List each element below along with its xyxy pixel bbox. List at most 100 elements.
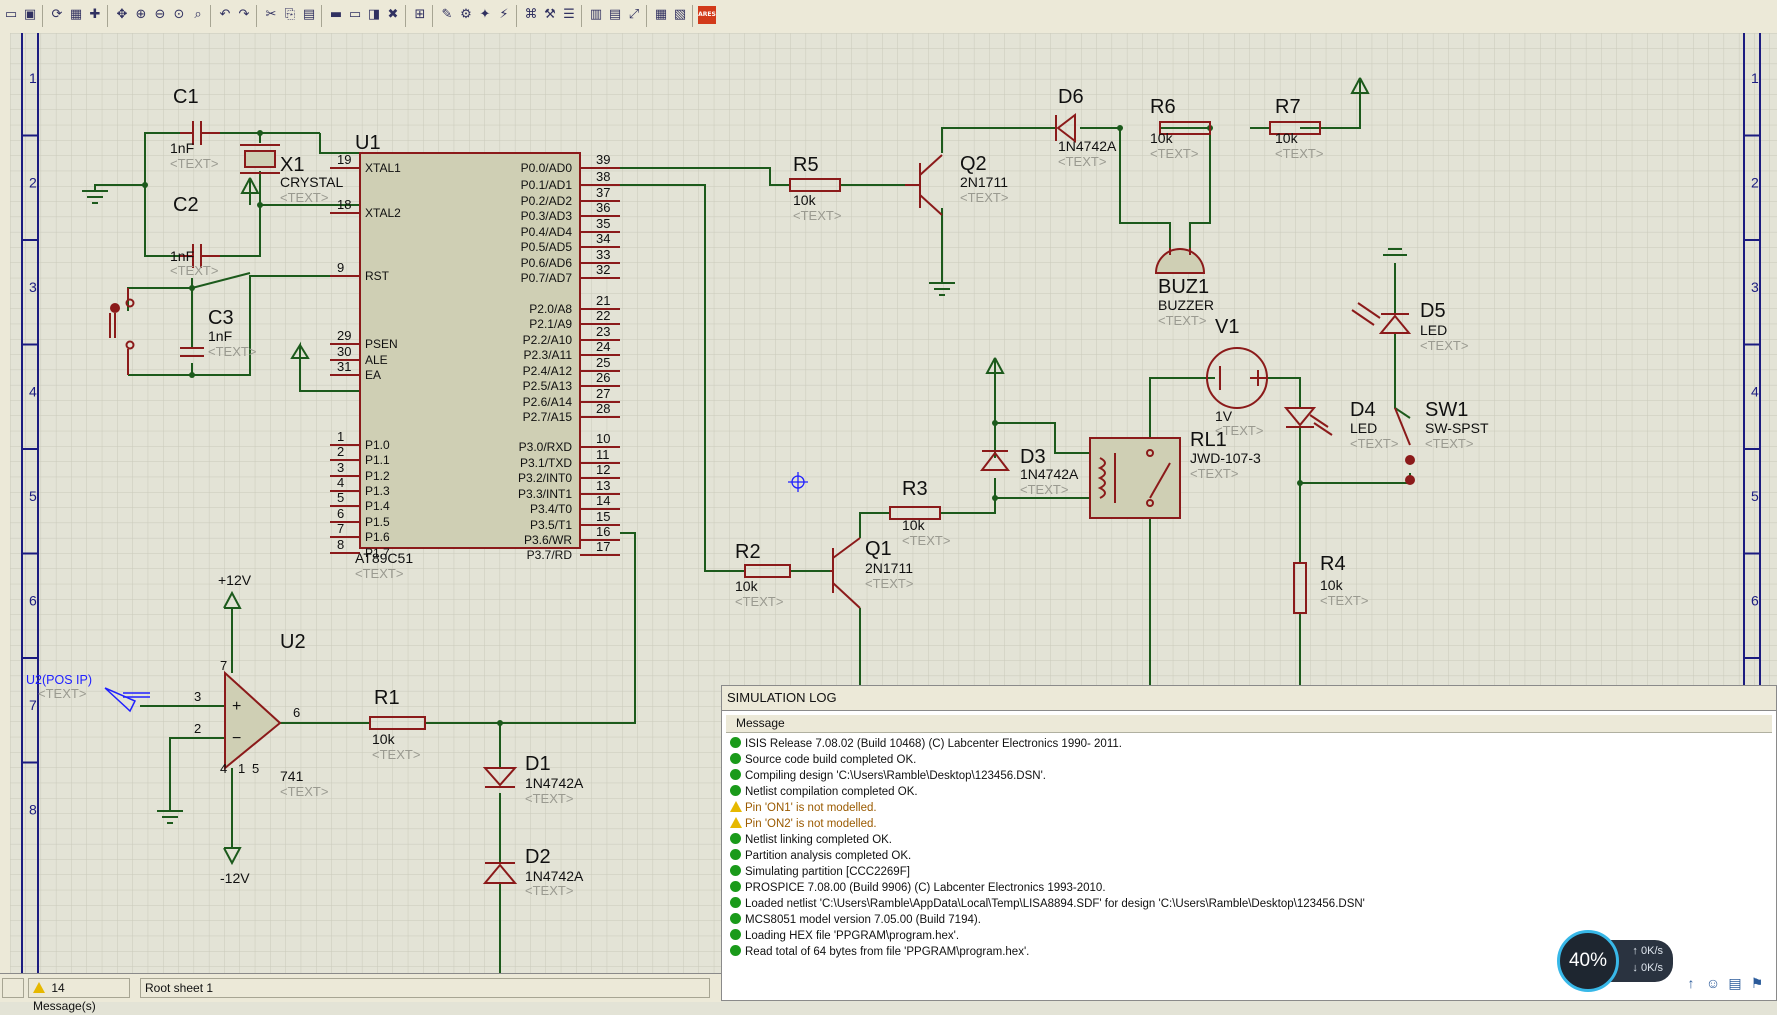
- r1-ref: R1: [374, 687, 400, 709]
- zoom-all-icon[interactable]: ⊙: [173, 7, 185, 22]
- c1-text: <TEXT>: [170, 156, 218, 171]
- simulation-log-window[interactable]: SIMULATION LOG Message ISIS Release 7.08…: [721, 685, 1777, 1001]
- zoom-area-icon[interactable]: ⌕: [194, 7, 202, 22]
- u1-pin-name-6: P1.5: [365, 515, 390, 529]
- refresh-icon[interactable]: ⟳: [51, 7, 63, 22]
- simulation-log-column-header[interactable]: Message: [726, 715, 1772, 733]
- u2-pin-6: 6: [293, 705, 300, 720]
- log-message[interactable]: Pin 'ON2' is not modelled.: [730, 816, 1776, 832]
- block-move-icon[interactable]: ▭: [348, 7, 362, 22]
- copy-icon[interactable]: ⎘: [284, 7, 296, 22]
- log-message[interactable]: Compiling design 'C:\Users\Ramble\Deskto…: [730, 768, 1776, 784]
- r2-ref: R2: [735, 541, 761, 563]
- sheet-indicator: Root sheet 1: [140, 978, 710, 998]
- design-explorer-icon[interactable]: ☰: [563, 7, 575, 22]
- pan-icon[interactable]: ✥: [116, 7, 128, 22]
- u1-pin-number-24: 24: [596, 339, 610, 354]
- power-symbols: [82, 77, 1407, 866]
- component-terminals: [110, 303, 1415, 485]
- r6-text: <TEXT>: [1150, 146, 1198, 161]
- messages-count-button[interactable]: 14 Message(s): [28, 978, 130, 1013]
- block-copy-icon[interactable]: ▬: [329, 7, 343, 22]
- u1-pin-name-30: ALE: [365, 353, 388, 367]
- wire-autorouter-icon[interactable]: ⚡: [499, 7, 509, 22]
- block-rotate-icon[interactable]: ◨: [367, 7, 381, 22]
- toolbar-separator: [210, 5, 211, 27]
- c3-text: <TEXT>: [208, 344, 256, 359]
- u1-pin-name-26: P2.5/A13: [523, 379, 573, 393]
- speed-readout: ↑ 0K/s ↓ 0K/s: [1609, 940, 1673, 982]
- buz1-ref: BUZ1: [1158, 276, 1209, 298]
- log-message-text: Simulating partition [CCC2269F]: [745, 866, 910, 878]
- u2-pin-3: 3: [194, 689, 201, 704]
- bom-icon[interactable]: ▦: [654, 7, 668, 22]
- network-icon[interactable]: ▤: [1728, 975, 1742, 991]
- people-icon[interactable]: ☺: [1705, 975, 1721, 991]
- u1-pin-number-19: 19: [337, 152, 351, 167]
- packaging-icon[interactable]: ⚙: [460, 7, 472, 22]
- info-icon: [730, 945, 741, 956]
- upload-arrow-icon[interactable]: ↑: [1687, 975, 1695, 991]
- log-message[interactable]: Read total of 64 bytes from file 'PPGRAM…: [730, 944, 1776, 960]
- r5-value: 10k: [793, 192, 817, 208]
- make-device-icon[interactable]: ✎: [441, 7, 453, 22]
- redo-icon[interactable]: ↷: [238, 7, 250, 22]
- u1-pin-number-18: 18: [337, 197, 351, 212]
- row-label-1-right: 1: [1751, 70, 1759, 86]
- log-message[interactable]: Source code build completed OK.: [730, 752, 1776, 768]
- toolbar-separator: [581, 5, 582, 27]
- u1-chip-body[interactable]: [359, 152, 581, 549]
- paste-icon[interactable]: ▤: [302, 7, 316, 22]
- d1-ref: D1: [525, 753, 551, 775]
- new-sheet-icon[interactable]: ▥: [589, 7, 603, 22]
- decompose-icon[interactable]: ✦: [479, 7, 491, 22]
- x1-value: CRYSTAL: [280, 174, 343, 190]
- status-bar: 14 Message(s) Root sheet 1: [0, 973, 721, 1013]
- buz1-value: BUZZER: [1158, 297, 1214, 313]
- u1-pin-name-18: XTAL2: [365, 206, 401, 220]
- c3-ref: C3: [208, 307, 234, 329]
- zoom-out-icon[interactable]: ⊖: [154, 7, 166, 22]
- pick-device-icon[interactable]: ⊞: [414, 7, 426, 22]
- grid-icon[interactable]: ▦: [69, 7, 83, 22]
- search-tag-icon[interactable]: ⌘: [524, 7, 538, 22]
- log-message[interactable]: ISIS Release 7.08.02 (Build 10468) (C) L…: [730, 736, 1776, 752]
- u1-pin-name-3: P1.2: [365, 469, 390, 483]
- log-message-text: Loading HEX file 'PPGRAM\program.hex'.: [745, 930, 960, 942]
- erc-icon[interactable]: ▧: [673, 7, 687, 22]
- rl1-text: <TEXT>: [1190, 466, 1238, 481]
- log-message[interactable]: Loading HEX file 'PPGRAM\program.hex'.: [730, 928, 1776, 944]
- save-icon[interactable]: ▣: [23, 7, 37, 22]
- usage-percent: 40%: [1568, 950, 1608, 971]
- log-message[interactable]: Netlist compilation completed OK.: [730, 784, 1776, 800]
- u1-pin-number-13: 13: [596, 478, 610, 493]
- cut-icon[interactable]: ✂: [265, 7, 277, 22]
- toolbar-separator: [42, 5, 43, 27]
- log-message[interactable]: Netlist linking completed OK.: [730, 832, 1776, 848]
- log-message[interactable]: MCS8051 model version 7.05.00 (Build 719…: [730, 912, 1776, 928]
- log-message[interactable]: Partition analysis completed OK.: [730, 848, 1776, 864]
- simulation-log-list[interactable]: ISIS Release 7.08.02 (Build 10468) (C) L…: [730, 736, 1776, 960]
- log-message[interactable]: Pin 'ON1' is not modelled.: [730, 800, 1776, 816]
- u2-pos-ip-terminal[interactable]: [104, 687, 150, 713]
- ares-icon[interactable]: ARES: [698, 6, 716, 24]
- zoom-in-icon[interactable]: ⊕: [135, 7, 147, 22]
- log-message[interactable]: Loaded netlist 'C:\Users\Ramble\AppData\…: [730, 896, 1776, 912]
- u1-pin-number-1: 1: [337, 429, 344, 444]
- property-tool-icon[interactable]: ⚒: [544, 7, 556, 22]
- q2-ref: Q2: [960, 153, 987, 175]
- undo-icon[interactable]: ↶: [219, 7, 231, 22]
- network-speed-widget[interactable]: ↑ 0K/s ↓ 0K/s 40%: [1557, 930, 1677, 996]
- log-message[interactable]: PROSPICE 7.08.00 (Build 9906) (C) Labcen…: [730, 880, 1776, 896]
- log-message-text: PROSPICE 7.08.00 (Build 9906) (C) Labcen…: [745, 882, 1106, 894]
- component-symbols: [109, 112, 1412, 884]
- origin-icon[interactable]: ✚: [89, 7, 101, 22]
- info-icon: [730, 929, 741, 940]
- log-message[interactable]: Simulating partition [CCC2269F]: [730, 864, 1776, 880]
- u1-pin-name-1: P1.0: [365, 438, 390, 452]
- remove-sheet-icon[interactable]: ▤: [608, 7, 622, 22]
- page-icon[interactable]: ▭: [4, 7, 18, 22]
- block-delete-icon[interactable]: ✖: [387, 7, 399, 22]
- zoom-to-child-icon[interactable]: ⤢: [628, 7, 640, 22]
- flag-icon[interactable]: ⚑: [1750, 975, 1764, 991]
